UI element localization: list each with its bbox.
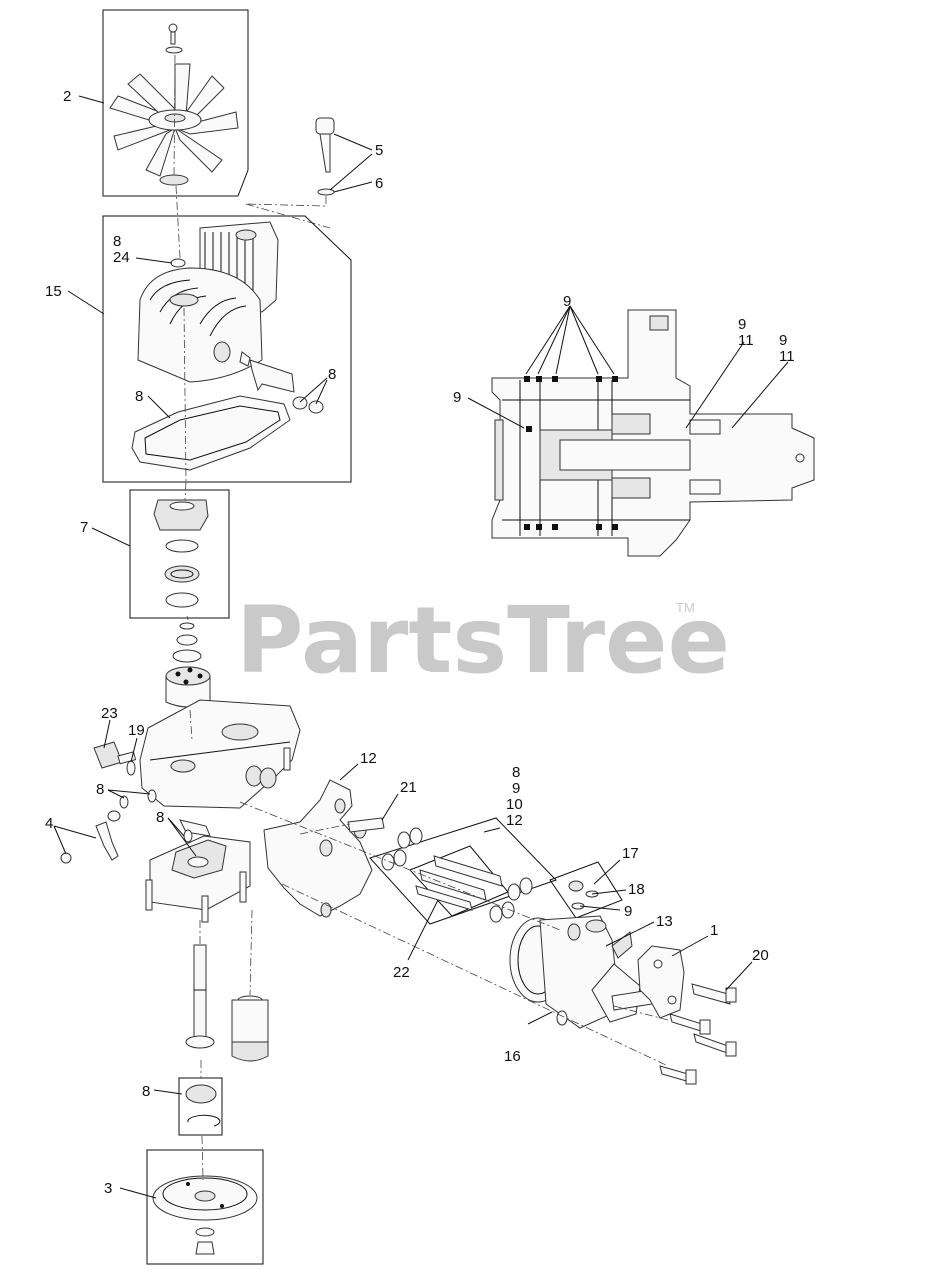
housing-assembly-group: [102, 215, 352, 483]
thrust-bearing[interactable]: [164, 565, 200, 583]
callout-17: 17: [622, 845, 639, 862]
callout-20: 20: [752, 947, 769, 964]
callout-7: 7: [80, 519, 88, 536]
mounting-plate[interactable]: [637, 945, 685, 1019]
callout-10: 10: [506, 796, 523, 813]
watermark-trademark: TM: [676, 600, 695, 615]
hydraulic-housing[interactable]: [137, 221, 279, 383]
callout-24: 24: [113, 249, 130, 266]
mounting-bolts[interactable]: [659, 983, 737, 1085]
callout-8: 8: [328, 366, 336, 383]
wheel-motor[interactable]: [509, 915, 653, 1029]
o-ring-19[interactable]: [126, 760, 136, 776]
callout-8: 8: [96, 781, 104, 798]
leader-lines: [53, 95, 789, 1199]
oil-filter[interactable]: [231, 995, 269, 1062]
callout-11: 11: [779, 348, 795, 365]
callout-19: 19: [128, 722, 145, 739]
callout-23: 23: [101, 705, 118, 722]
cooling-fan[interactable]: [109, 63, 239, 177]
callout-8: 8: [113, 233, 121, 250]
watermark-brand: PartsTree: [236, 587, 730, 694]
motor-bracket[interactable]: [263, 779, 373, 918]
thrust-washer-bottom[interactable]: [165, 592, 199, 608]
callout-11: 11: [738, 332, 754, 349]
thrust-washer-top[interactable]: [165, 539, 199, 553]
callout-9: 9: [738, 316, 746, 333]
callout-9: 9: [563, 293, 571, 310]
dipstick-o-ring[interactable]: [317, 188, 335, 196]
bearing-8[interactable]: [185, 1084, 217, 1104]
swashplate[interactable]: [153, 499, 209, 531]
callout-9: 9: [779, 332, 787, 349]
fitting-kit-group: [549, 861, 623, 919]
bypass-lever[interactable]: [95, 821, 119, 861]
fan-assembly-group: [102, 9, 249, 197]
dipstick-cap[interactable]: [315, 117, 335, 173]
callout-21: 21: [400, 779, 417, 796]
center-section[interactable]: [139, 699, 301, 809]
bolt-21[interactable]: [347, 817, 385, 833]
retaining-ring[interactable]: [187, 1114, 221, 1127]
callout-1: 1: [710, 922, 718, 939]
pulley-group: [146, 1149, 264, 1265]
callout-labels: 2 5 6 8 24 15 8 8 7 9 9 11 9 11 9 23 19 …: [45, 88, 795, 1197]
callout-9: 9: [453, 389, 461, 406]
callout-6: 6: [375, 175, 383, 192]
callout-8: 8: [135, 388, 143, 405]
swashplate-group: [129, 489, 230, 619]
callout-8: 8: [156, 809, 164, 826]
housing-gasket[interactable]: [131, 395, 291, 471]
bearing-retainer-group: [178, 1077, 223, 1136]
callout-2: 2: [63, 88, 71, 105]
callout-16: 16: [504, 1048, 521, 1065]
callout-9: 9: [624, 903, 632, 920]
seal-24[interactable]: [170, 258, 186, 268]
callout-12: 12: [506, 812, 523, 829]
callout-13: 13: [656, 913, 673, 930]
callout-4: 4: [45, 815, 53, 832]
control-shaft[interactable]: [249, 359, 295, 393]
callout-3: 3: [104, 1180, 112, 1197]
callout-8: 8: [512, 764, 520, 781]
cylinder-block[interactable]: [165, 622, 211, 708]
input-shaft[interactable]: [185, 944, 215, 1049]
callout-15: 15: [45, 283, 62, 300]
pulley[interactable]: [152, 1175, 258, 1221]
callout-12: 12: [360, 750, 377, 767]
callout-18: 18: [628, 881, 645, 898]
callout-9: 9: [512, 780, 520, 797]
cross-section-view[interactable]: [491, 309, 815, 557]
callout-8: 8: [142, 1083, 150, 1100]
charge-pump-plate[interactable]: [145, 835, 251, 923]
tube-group-22[interactable]: [409, 845, 509, 917]
callout-5: 5: [375, 142, 383, 159]
callout-22: 22: [393, 964, 410, 981]
